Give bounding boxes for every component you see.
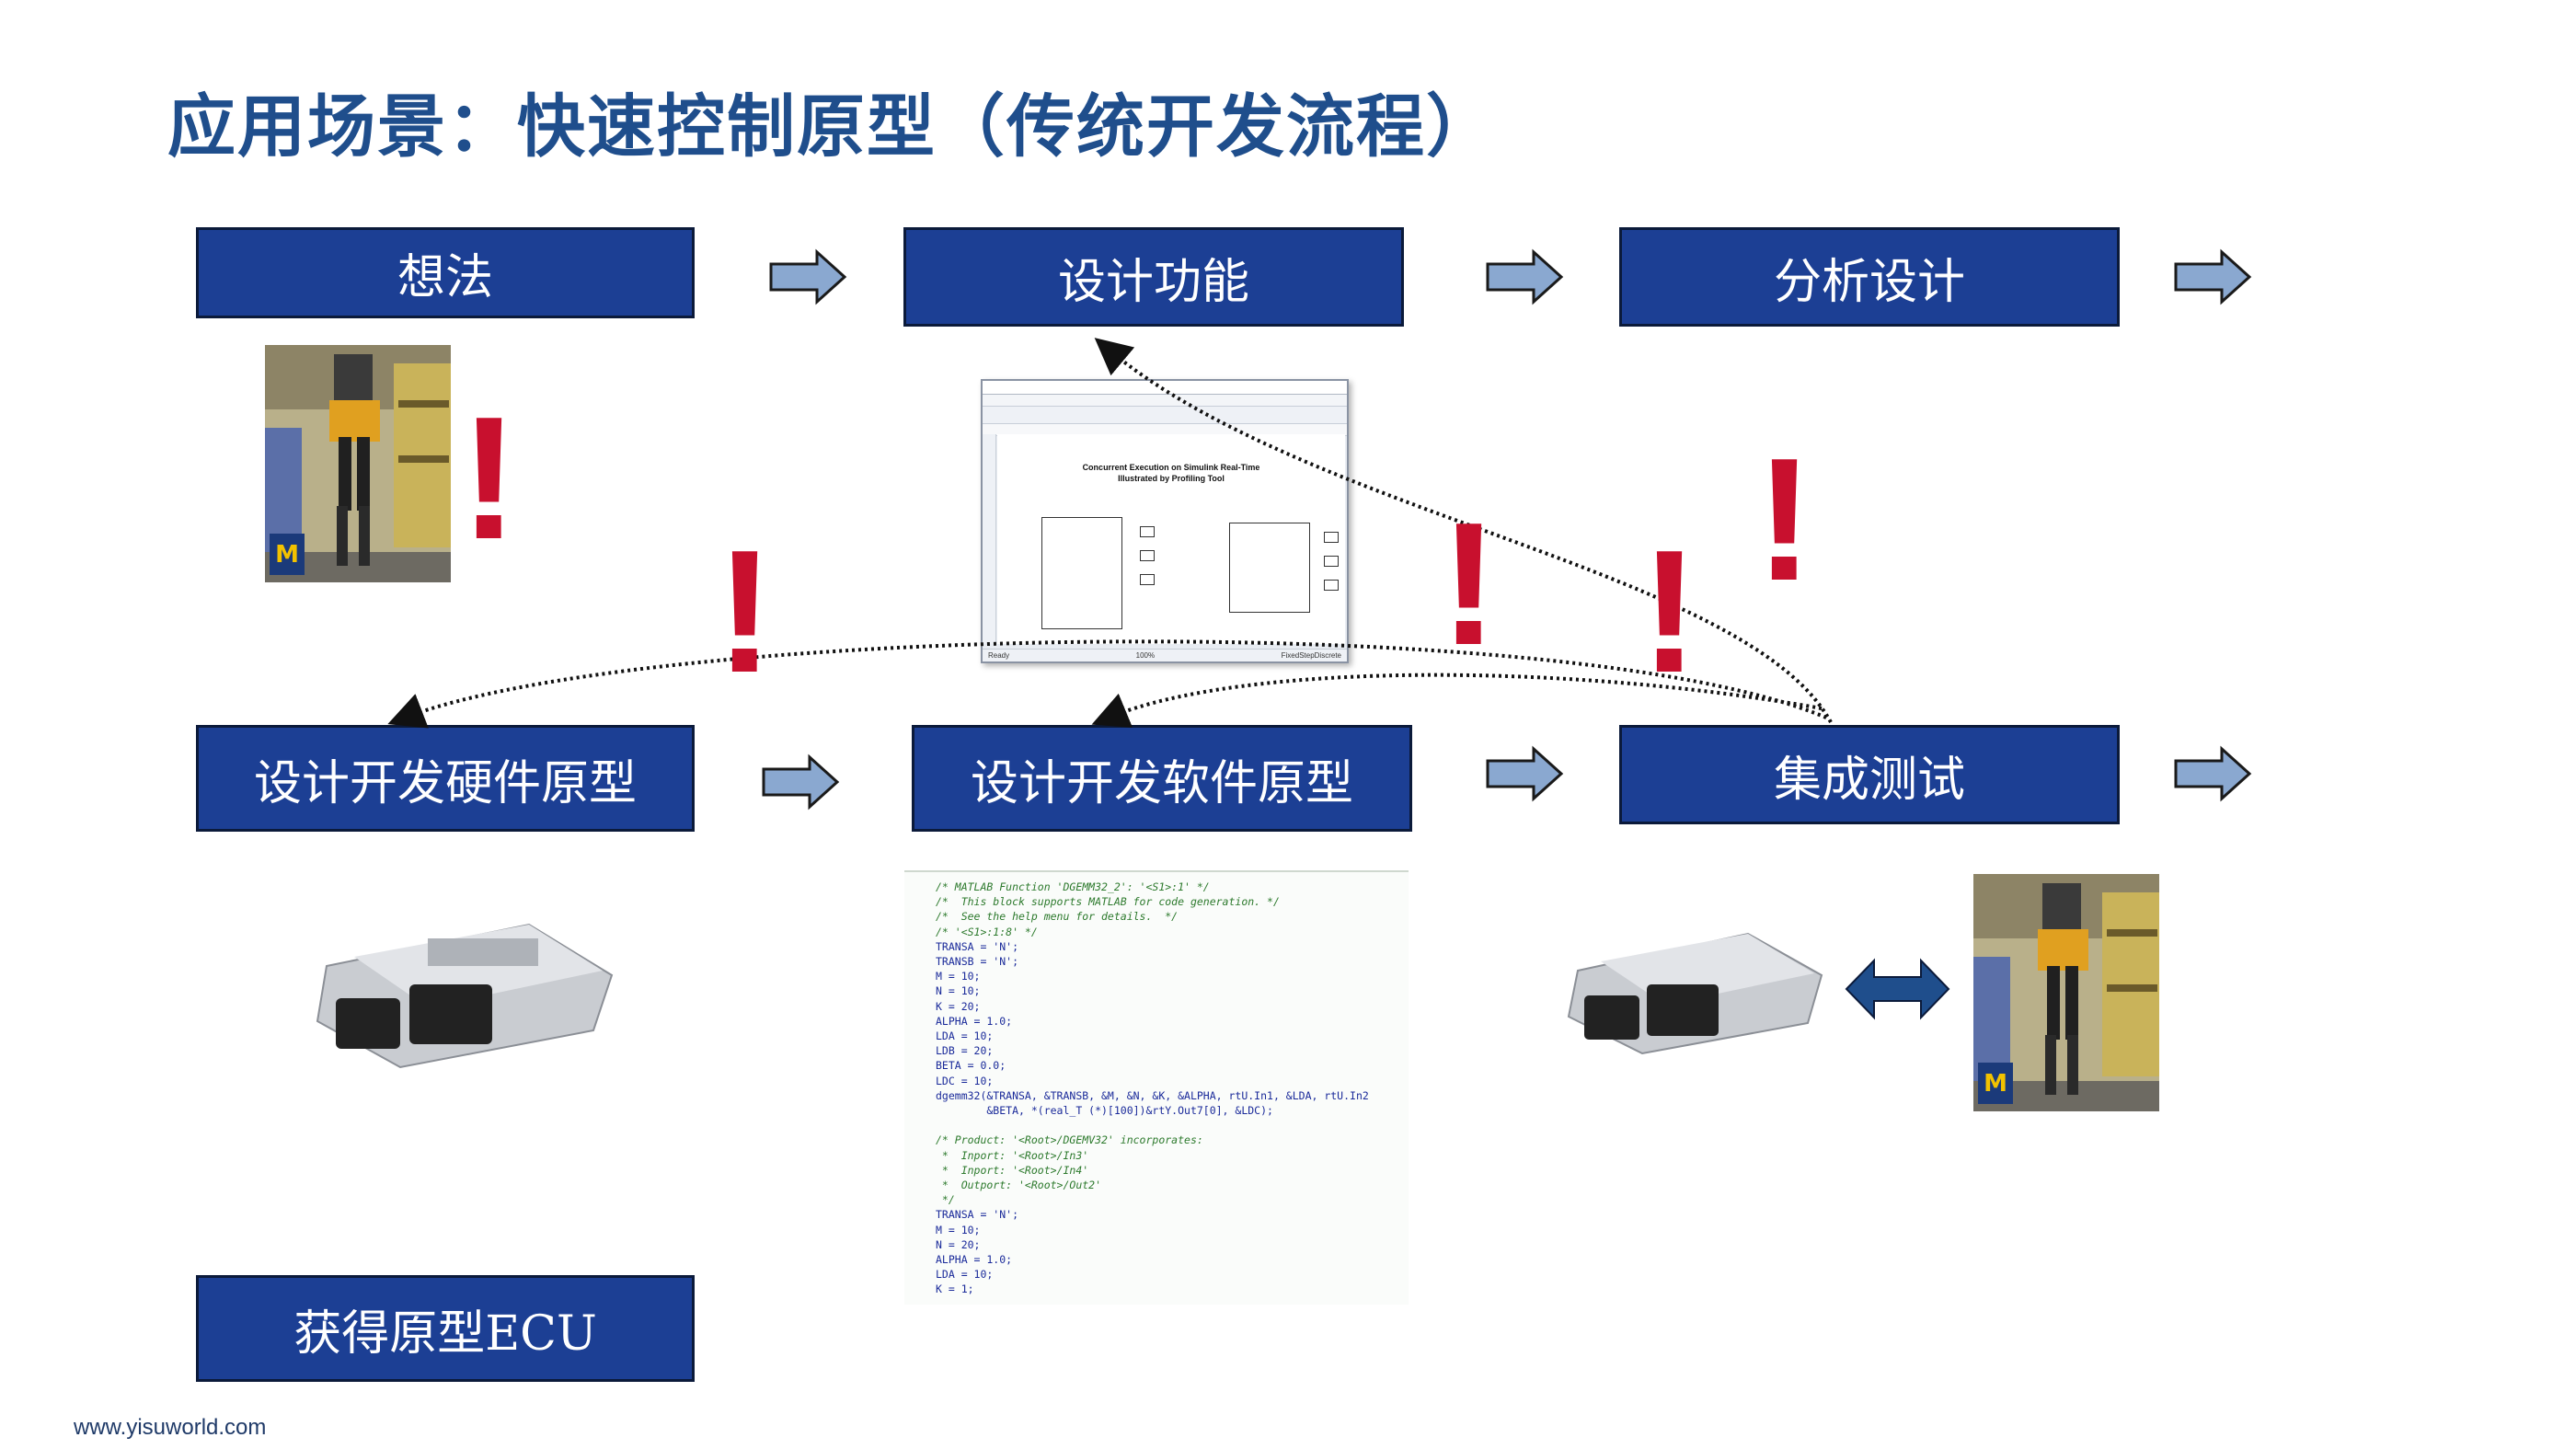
sim-canvas: Concurrent Execution on Simulink Real-Ti… bbox=[997, 434, 1345, 644]
code-line: LDB = 20; bbox=[936, 1044, 994, 1058]
feedback-arrow-to-design bbox=[1094, 338, 1833, 723]
code-line: K = 20; bbox=[936, 999, 981, 1013]
box-hardware-prototype: 设计开发硬件原型 bbox=[196, 725, 695, 832]
sim-block-2 bbox=[1229, 523, 1310, 613]
warning-exclamation-icon: ! bbox=[1640, 514, 1699, 709]
code-line: ALPHA = 1.0; bbox=[936, 1014, 1013, 1028]
code-line: &BETA, *(real_T (*)[100])&rtY.Out7[0], &… bbox=[936, 1104, 1273, 1118]
flow-arrow-4 bbox=[762, 753, 840, 811]
ecu-image bbox=[299, 911, 626, 1072]
sim-statusbar: Ready 100% FixedStepDiscrete bbox=[983, 649, 1347, 661]
feedback-arrow-to-hardware bbox=[387, 639, 1827, 729]
sim-status-right: FixedStepDiscrete bbox=[1281, 651, 1341, 660]
box-get-ecu: 获得原型ECU bbox=[196, 1275, 695, 1382]
sim-toolbar bbox=[983, 407, 1347, 424]
sim-status-mid: 100% bbox=[1135, 651, 1156, 660]
code-line: dgemm32(&TRANSA, &TRANSB, &M, &N, &K, &A… bbox=[936, 1088, 1369, 1102]
code-line: /* MATLAB Function 'DGEMM32_2': '<S1>:1'… bbox=[936, 880, 1210, 893]
box-software-prototype: 设计开发软件原型 bbox=[912, 725, 1412, 832]
flow-arrow-2 bbox=[1486, 248, 1564, 305]
box-design-function: 设计功能 bbox=[903, 227, 1404, 327]
flow-arrow-6 bbox=[2174, 745, 2252, 802]
robot-photo: M bbox=[265, 345, 451, 582]
code-line: */ bbox=[936, 1193, 955, 1207]
box-idea: 想法 bbox=[196, 227, 695, 318]
code-line: BETA = 0.0; bbox=[936, 1059, 1006, 1073]
ecu-image-right bbox=[1555, 920, 1831, 1058]
page-title: 应用场景：快速控制原型（传统开发流程） bbox=[167, 87, 1496, 167]
box-integration-test: 集成测试 bbox=[1619, 725, 2120, 824]
code-line: LDC = 10; bbox=[936, 1074, 994, 1087]
warning-exclamation-icon: ! bbox=[716, 514, 775, 709]
sim-status-left: Ready bbox=[988, 651, 1010, 660]
code-line: * Inport: '<Root>/In3' bbox=[936, 1148, 1089, 1162]
warning-exclamation-icon: ! bbox=[1440, 487, 1499, 682]
code-line: M = 10; bbox=[936, 1223, 981, 1236]
code-lines: /* MATLAB Function 'DGEMM32_2': '<S1>:1'… bbox=[904, 872, 1409, 1297]
footer-url[interactable]: www.yisuworld.com bbox=[74, 1415, 267, 1440]
simulink-window-screenshot: Concurrent Execution on Simulink Real-Ti… bbox=[981, 379, 1349, 663]
box-analysis-design: 分析设计 bbox=[1619, 227, 2120, 327]
flow-arrow-3 bbox=[2174, 248, 2252, 305]
code-line: TRANSB = 'N'; bbox=[936, 955, 1019, 969]
code-listing: /* MATLAB Function 'DGEMM32_2': '<S1>:1'… bbox=[904, 870, 1409, 1305]
code-line: ALPHA = 1.0; bbox=[936, 1253, 1013, 1267]
code-line: /* '<S1>:1:8' */ bbox=[936, 925, 1038, 938]
warning-exclamation-icon: ! bbox=[460, 381, 519, 576]
code-line: /* This block supports MATLAB for code g… bbox=[936, 895, 1280, 909]
flow-arrow-1 bbox=[769, 248, 847, 305]
flow-arrow-5 bbox=[1486, 745, 1564, 802]
sim-title-line-2: Illustrated by Profiling Tool bbox=[1118, 474, 1225, 483]
code-line bbox=[904, 1118, 1409, 1133]
sim-title-line-1: Concurrent Execution on Simulink Real-Ti… bbox=[1082, 463, 1260, 472]
code-line: TRANSA = 'N'; bbox=[936, 1208, 1019, 1222]
code-line: K = 1; bbox=[936, 1282, 974, 1296]
sim-menubar bbox=[983, 395, 1347, 407]
sim-palette bbox=[983, 434, 996, 644]
svg-text:M: M bbox=[1984, 1070, 2007, 1098]
code-line: N = 10; bbox=[936, 984, 981, 998]
code-line: M = 10; bbox=[936, 970, 981, 983]
robot-photo-right: M bbox=[1973, 874, 2159, 1111]
warning-exclamation-icon: ! bbox=[1755, 422, 1814, 617]
sim-titlebar bbox=[983, 381, 1347, 395]
code-line: * Outport: '<Root>/Out2' bbox=[936, 1179, 1102, 1192]
code-line: /* See the help menu for details. */ bbox=[936, 910, 1179, 924]
code-line: LDA = 10; bbox=[936, 1268, 994, 1282]
code-line: N = 20; bbox=[936, 1237, 981, 1251]
code-line: * Inport: '<Root>/In4' bbox=[936, 1163, 1089, 1177]
bidirectional-arrow-icon bbox=[1845, 958, 1950, 1020]
svg-text:M: M bbox=[275, 541, 299, 569]
code-line: LDA = 10; bbox=[936, 1029, 994, 1043]
code-line: /* Product: '<Root>/DGEMV32' incorporate… bbox=[936, 1133, 1203, 1147]
sim-block-1 bbox=[1041, 517, 1122, 629]
code-line: TRANSA = 'N'; bbox=[936, 939, 1019, 953]
